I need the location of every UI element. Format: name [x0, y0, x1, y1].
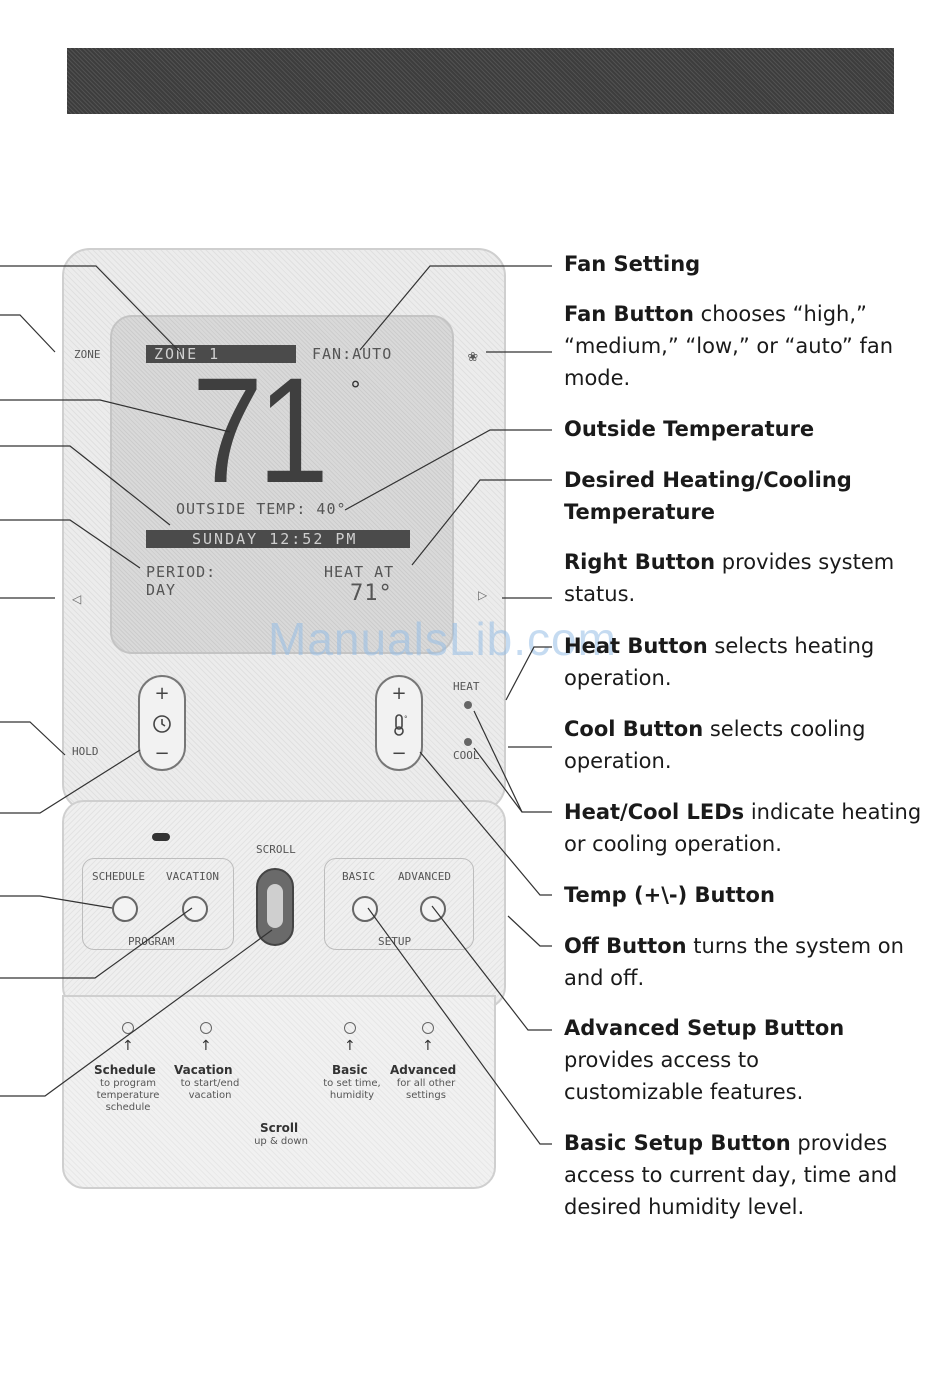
callout-basic-setup: Basic Setup Button provides access to cu…	[564, 1131, 898, 1219]
lcd-datetime: SUNDAY 12:52 PM	[146, 530, 410, 548]
door-vacation-title: Vacation	[174, 1063, 233, 1077]
lcd-period: PERIOD:	[146, 563, 217, 581]
clock-icon	[140, 713, 184, 740]
lcd-setpoint: 71°	[350, 581, 393, 606]
callout-desired-temperature: Desired Heating/Cooling Temperature	[564, 468, 852, 524]
door-advanced-title: Advanced	[390, 1063, 457, 1077]
scroll-label: SCROLL	[256, 843, 296, 856]
lcd-degree: °	[350, 378, 361, 403]
callout-off-button: Off Button turns the system on and off.	[564, 934, 904, 990]
callout-advanced-setup: Advanced Setup Button provides access to…	[564, 1016, 845, 1104]
lcd-zone: ZONE 1	[146, 345, 296, 363]
lcd-screen	[110, 315, 454, 654]
scroll-wheel[interactable]	[256, 868, 294, 946]
advanced-setup-button[interactable]	[420, 896, 446, 922]
lcd-heat-at: HEAT AT	[324, 563, 395, 581]
vacation-button-label: VACATION	[166, 870, 219, 883]
left-arrow-icon[interactable]: ◁	[72, 592, 82, 606]
door-schedule-marker	[122, 1022, 134, 1034]
schedule-button-label: SCHEDULE	[92, 870, 145, 883]
door-basic-title: Basic	[332, 1063, 368, 1077]
right-arrow-icon[interactable]: ▷	[478, 588, 488, 602]
callout-heat-button: Heat Button selects heating operation.	[564, 634, 875, 690]
thermometer-icon: °	[377, 713, 421, 742]
header-bar	[67, 48, 894, 114]
door-advanced-marker	[422, 1022, 434, 1034]
door-advanced-sub: for all other settings	[396, 1078, 456, 1101]
fan-icon[interactable]: ❀	[468, 346, 478, 365]
vacation-button[interactable]	[182, 896, 208, 922]
basic-button-label: BASIC	[342, 870, 376, 883]
door-basic-marker	[344, 1022, 356, 1034]
door-scroll-sub: up & down	[254, 1136, 308, 1147]
callout-fan-setting: Fan Setting	[564, 252, 701, 276]
callout-heat-cool-leds: Heat/Cool LEDs indicate heating or cooli…	[564, 800, 922, 856]
hold-plus-button[interactable]: +	[154, 683, 170, 704]
callout-cool-button: Cool Button selects cooling operation.	[564, 717, 866, 773]
hold-button-label: HOLD	[72, 745, 99, 758]
door-arrow-icon: ↑	[422, 1038, 434, 1054]
door-arrow-icon: ↑	[200, 1038, 212, 1054]
setup-group-label: SETUP	[378, 935, 412, 948]
watermark: ManualsLib.com	[268, 613, 617, 665]
callout-temp-button: Temp (+\-) Button	[564, 883, 775, 907]
door-arrow-icon: ↑	[344, 1038, 356, 1054]
cool-led	[464, 738, 472, 746]
hold-minus-button[interactable]: −	[154, 743, 170, 764]
door-schedule-sub: to program temperature schedule	[96, 1078, 160, 1113]
door-schedule-title: Schedule	[94, 1063, 156, 1077]
advanced-button-label: ADVANCED	[398, 870, 451, 883]
zone-button-label: ZONE	[74, 348, 101, 361]
program-group	[82, 858, 234, 950]
schedule-button[interactable]	[112, 896, 138, 922]
status-led	[152, 833, 170, 841]
callout-outside-temperature: Outside Temperature	[564, 417, 815, 441]
temp-pill[interactable]: + ° −	[375, 675, 423, 771]
program-group-label: PROGRAM	[128, 935, 175, 948]
heat-button-label: HEAT	[453, 680, 480, 693]
door-basic-sub: to set time, humidity	[323, 1078, 381, 1101]
setup-group	[324, 858, 474, 950]
callout-right-button: Right Button provides system status.	[564, 550, 895, 606]
heat-led	[464, 701, 472, 709]
callout-fan-button: Fan Button chooses “high,” “medium,” “lo…	[564, 302, 894, 390]
lcd-temperature: 71	[192, 346, 329, 514]
lcd-outside-temp: OUTSIDE TEMP: 40°	[176, 500, 347, 518]
temp-plus-button[interactable]: +	[391, 683, 407, 704]
basic-setup-button[interactable]	[352, 896, 378, 922]
door-vacation-sub: to start/end vacation	[180, 1078, 240, 1101]
temp-minus-button[interactable]: −	[391, 743, 407, 764]
lcd-fan-setting: FAN:AUTO	[312, 345, 393, 363]
door-scroll-title: Scroll	[260, 1121, 299, 1135]
cool-button-label: COOL	[453, 749, 480, 762]
hold-temp-pill[interactable]: + −	[138, 675, 186, 771]
svg-text:°: °	[404, 715, 408, 723]
lcd-period-value: DAY	[146, 581, 177, 599]
door-vacation-marker	[200, 1022, 212, 1034]
door-arrow-icon: ↑	[122, 1038, 134, 1054]
